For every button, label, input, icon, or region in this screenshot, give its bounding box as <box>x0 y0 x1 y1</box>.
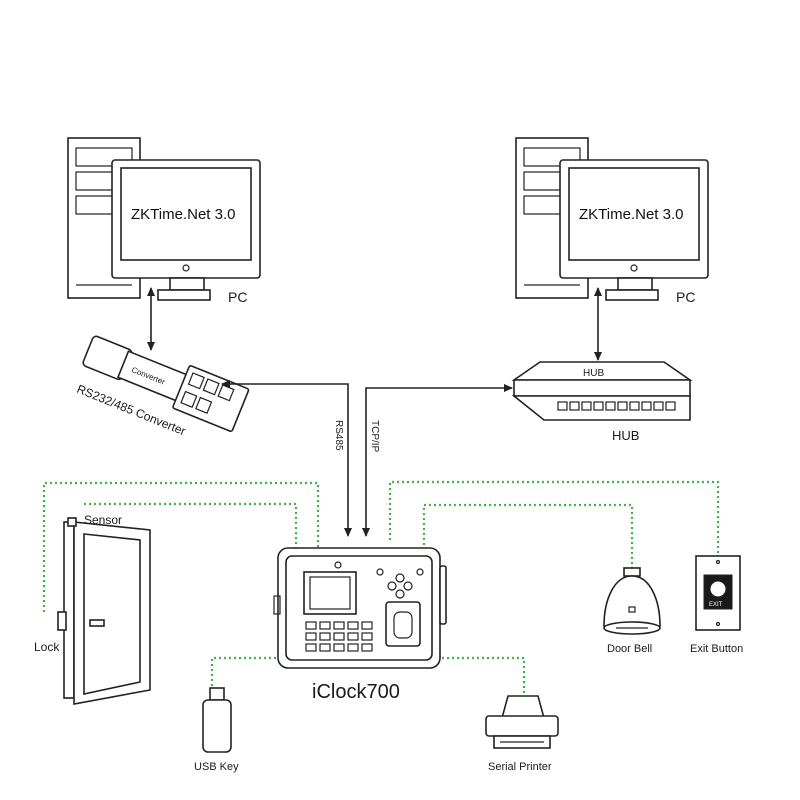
sensor-label: Sensor <box>84 513 122 527</box>
device-nav-buttons <box>376 568 424 599</box>
usb-key: USB Key <box>194 687 239 773</box>
rs485-link <box>221 380 352 537</box>
exit-button-label: Exit Button <box>690 643 743 655</box>
usb-key-label: USB Key <box>194 761 239 773</box>
exit-button-wire <box>388 480 720 556</box>
door-handle-icon <box>89 619 105 627</box>
pc-label: PC <box>228 289 247 305</box>
right-pc: ZKTime.Net 3.0 PC <box>515 137 709 305</box>
usb-key-wire <box>210 656 286 688</box>
lock-label: Lock <box>34 640 60 654</box>
door-bell-label: Door Bell <box>607 643 652 655</box>
pc-screen-text: ZKTime.Net 3.0 <box>579 206 683 223</box>
hub-body-text: HUB <box>583 368 604 379</box>
pc-screen-text: ZKTime.Net 3.0 <box>131 206 235 223</box>
pc-monitor: ZKTime.Net 3.0 <box>111 159 261 301</box>
device-keypad <box>305 621 373 652</box>
hub: HUB HUB <box>511 361 693 443</box>
hub-ports <box>557 401 676 411</box>
rs232-485-converter: Converter RS232/485 Converter <box>75 335 250 438</box>
device-label: iClock700 <box>312 681 400 703</box>
fingerprint-sensor <box>385 601 421 647</box>
door-bell-wire <box>422 503 634 568</box>
door: Sensor Lock <box>34 513 151 705</box>
rs485-label: RS485 <box>333 420 344 451</box>
door-lock-icon <box>57 611 67 631</box>
hub-label: HUB <box>612 428 639 443</box>
iclock700-device: iClock700 <box>273 547 447 703</box>
serial-printer-wire <box>432 656 526 696</box>
pc-monitor: ZKTime.Net 3.0 <box>559 159 709 301</box>
exit-button: EXIT Exit Button <box>690 555 743 655</box>
left-pc: ZKTime.Net 3.0 PC <box>67 137 261 305</box>
tcpip-link <box>362 384 513 537</box>
sensor-wire <box>84 502 298 552</box>
pc-label: PC <box>676 289 695 305</box>
data-links: RS485 TCP/IP <box>147 287 602 537</box>
lock-wire <box>42 481 320 612</box>
device-stylus <box>439 565 447 625</box>
serial-printer-label: Serial Printer <box>488 761 552 773</box>
exit-plate-text: EXIT <box>709 602 723 608</box>
door-sensor-icon <box>67 517 77 527</box>
device-screen <box>303 571 357 615</box>
tcpip-label: TCP/IP <box>369 420 380 453</box>
door-bell: Door Bell <box>603 567 661 655</box>
serial-printer: Serial Printer <box>485 695 559 773</box>
wiring <box>42 480 720 696</box>
